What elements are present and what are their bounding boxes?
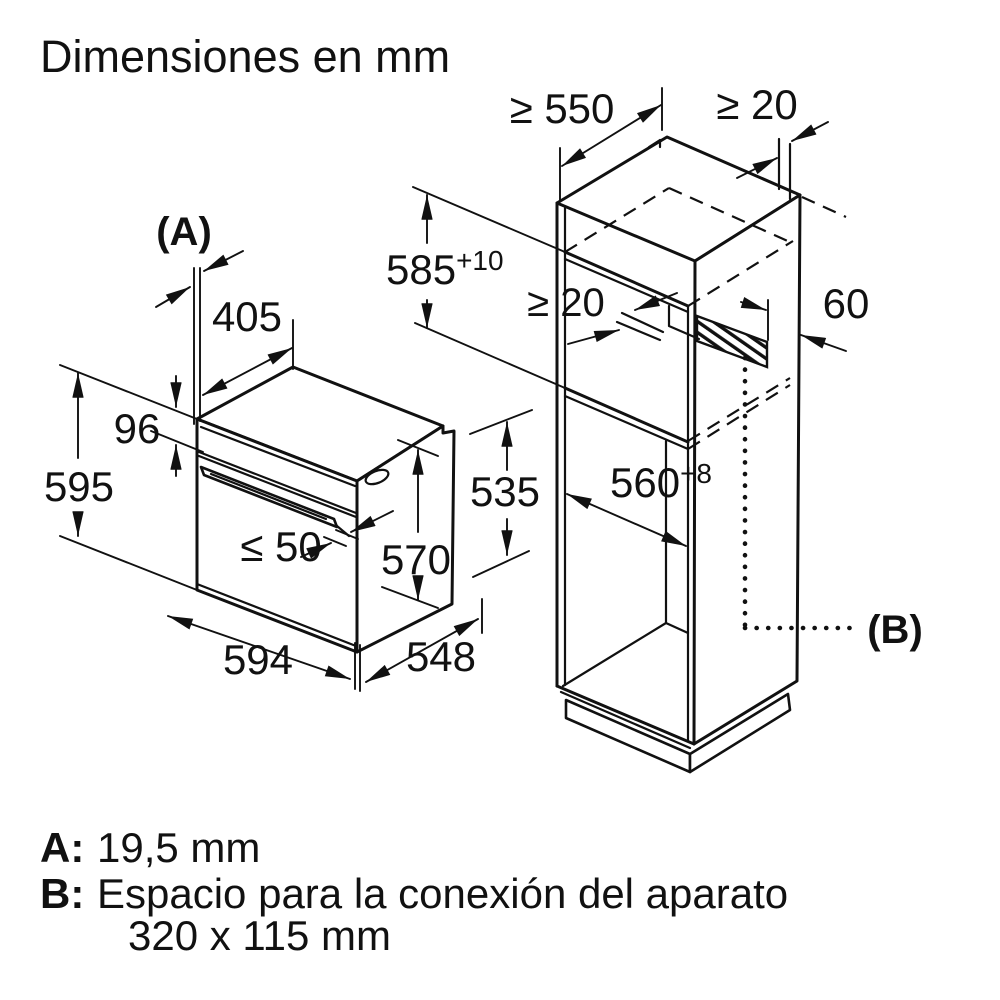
dim-585-label: 585+10 <box>386 245 504 293</box>
dim-560-line <box>566 493 687 547</box>
dim-405-line <box>202 347 293 396</box>
dim-570-ticks <box>381 439 439 609</box>
legend-b-value2: 320 x 115 mm <box>128 912 391 959</box>
oven-dimensions <box>59 250 533 692</box>
niche-top-edge-inner <box>563 257 690 314</box>
niche-shelf-edge-inner <box>563 394 690 451</box>
legend-b-value: Espacio para la conexión del aparato <box>97 870 788 917</box>
cabinet-drawing <box>555 135 856 774</box>
hidden-shelf-edges <box>687 377 791 450</box>
dim-20-vent-arrow-upper <box>634 292 678 311</box>
dim-560-label: 560+8 <box>610 458 712 506</box>
oven-drawing <box>195 365 456 654</box>
page-title: Dimensiones en mm <box>40 31 450 82</box>
dim-550-ticks <box>559 87 663 201</box>
dim-550-line <box>561 104 662 167</box>
legend-a-value: 19,5 mm <box>97 824 260 871</box>
dim-50-label: ≤ 50 <box>240 523 321 570</box>
dim-a-arrow-upper <box>203 250 244 272</box>
dim-50-arrow-upper <box>350 510 394 533</box>
ventilation-slot-edges <box>615 311 665 342</box>
cabinet-dimensions <box>412 87 847 547</box>
dim-96-extension <box>150 430 204 453</box>
dim-60-label: 60 <box>823 280 870 327</box>
oven-label-a: (A) <box>156 210 212 254</box>
dim-20-vent-arrow-lower <box>567 329 620 345</box>
hidden-wall-edge <box>801 195 847 219</box>
dim-535-ticks <box>469 409 533 578</box>
oven-front-face <box>195 417 359 654</box>
dim-a-extension-lines <box>193 267 201 425</box>
dim-548-line <box>365 618 479 683</box>
dim-594-line <box>167 615 351 680</box>
oven-control-panel-line <box>197 450 358 519</box>
dim-405-label: 405 <box>212 293 282 340</box>
cabinet-bottom-rail <box>555 684 696 746</box>
dim-60-arrow-left <box>740 297 767 311</box>
dim-550-label: ≥ 550 <box>510 85 615 132</box>
dim-595-label: 595 <box>44 463 114 510</box>
niche-shelf-edge <box>563 386 690 444</box>
connection-space-dotted-leader <box>742 355 856 631</box>
dim-570-label: 570 <box>381 536 451 583</box>
dim-50-arrow-lower <box>300 542 332 559</box>
dim-20-top-arrow-right <box>791 121 829 142</box>
dim-20-vent-label: ≥ 20 <box>527 281 605 325</box>
dim-535-label: 535 <box>470 468 540 515</box>
rear-wall-lines <box>777 137 792 201</box>
oven-side-grip-hole <box>364 468 390 486</box>
dim-96-label: 96 <box>114 405 161 452</box>
cabinet-label-b: (B) <box>867 608 923 652</box>
legend-b-key: B: <box>40 870 84 917</box>
ventilation-cutout-hatch <box>695 314 769 369</box>
legend: A: 19,5 mm B: Espacio para la conexión d… <box>40 824 788 959</box>
dim-20-top-label: ≥ 20 <box>716 81 797 128</box>
legend-a-key: A: <box>40 824 84 871</box>
dim-594-label: 594 <box>223 636 293 683</box>
hidden-niche-top-edges <box>564 186 794 307</box>
dim-a-arrow-lower <box>155 286 191 308</box>
dim-60-arrow-right <box>800 334 847 352</box>
dim-548-label: 548 <box>406 633 476 680</box>
oven-top-trim-line <box>199 425 357 488</box>
cabinet-bottom-rail-inner <box>559 690 692 750</box>
plinth-side <box>688 692 792 774</box>
niche-interior-corner <box>667 304 701 341</box>
dim-594-548-center-ticks <box>354 642 361 692</box>
dim-20-top-arrow-left <box>736 157 778 179</box>
dim-585-extensions <box>412 186 566 389</box>
dim-50-ticks <box>323 529 359 547</box>
